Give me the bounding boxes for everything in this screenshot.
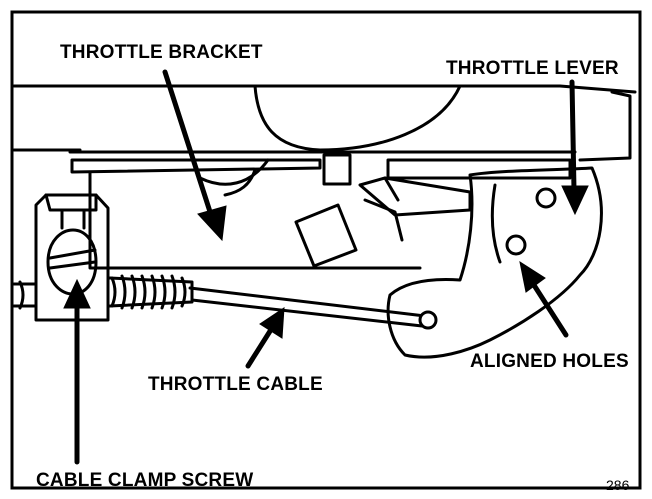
throttle-lever-leader — [569, 79, 577, 193]
lever-inner-edge — [490, 183, 502, 264]
cable-rod — [188, 286, 427, 328]
aligned-holes-arrowhead — [519, 260, 546, 293]
throttle-lever — [386, 166, 603, 359]
throttle-bracket-leader — [162, 69, 215, 221]
throttle-bracket-label: THROTTLE BRACKET — [60, 42, 263, 63]
aligned-hole-upper — [535, 187, 557, 209]
cable-spring — [110, 274, 187, 310]
carburetor-top-edge — [12, 84, 637, 94]
bracket-link-detail — [363, 176, 404, 242]
throttle-cable-arrowhead — [259, 307, 285, 339]
cable-clamp-screw-slot — [48, 248, 97, 270]
bracket-square-tab — [294, 203, 358, 268]
throttle-lever-arrowhead — [561, 185, 589, 216]
bracket-curve-2 — [223, 168, 257, 197]
bracket-curve — [198, 158, 270, 186]
aligned-holes-label: ALIGNED HOLES — [470, 351, 629, 372]
diagram-frame — [10, 10, 642, 490]
cable-spring-sleeve — [108, 276, 194, 308]
throttle-cable-label: THROTTLE CABLE — [148, 374, 323, 395]
carburetor-right-edge — [578, 90, 632, 162]
cable-housing — [12, 280, 38, 310]
figure-number: 286 — [606, 477, 630, 493]
aligned-holes-leader — [529, 279, 569, 338]
throttle-bracket-plate — [70, 158, 322, 174]
aligned-hole-lower — [505, 234, 527, 256]
throttle-lever-label: THROTTLE LEVER — [446, 58, 619, 79]
carburetor-base-line — [12, 148, 577, 154]
cable-clamp-screw-arrowhead — [63, 278, 91, 309]
cable-end-eye — [418, 310, 438, 330]
carburetor-bowl — [253, 84, 462, 152]
throttle-bracket-body — [88, 170, 422, 270]
throttle-bracket-arrowhead — [197, 205, 227, 242]
throttle-lever-bar — [386, 158, 572, 180]
cable-clamp-block-lines — [44, 193, 98, 230]
center-stud — [322, 153, 352, 186]
throttle-cable-leader — [245, 325, 275, 369]
cable-clamp-screw-label: CABLE CLAMP SCREW — [36, 470, 254, 491]
